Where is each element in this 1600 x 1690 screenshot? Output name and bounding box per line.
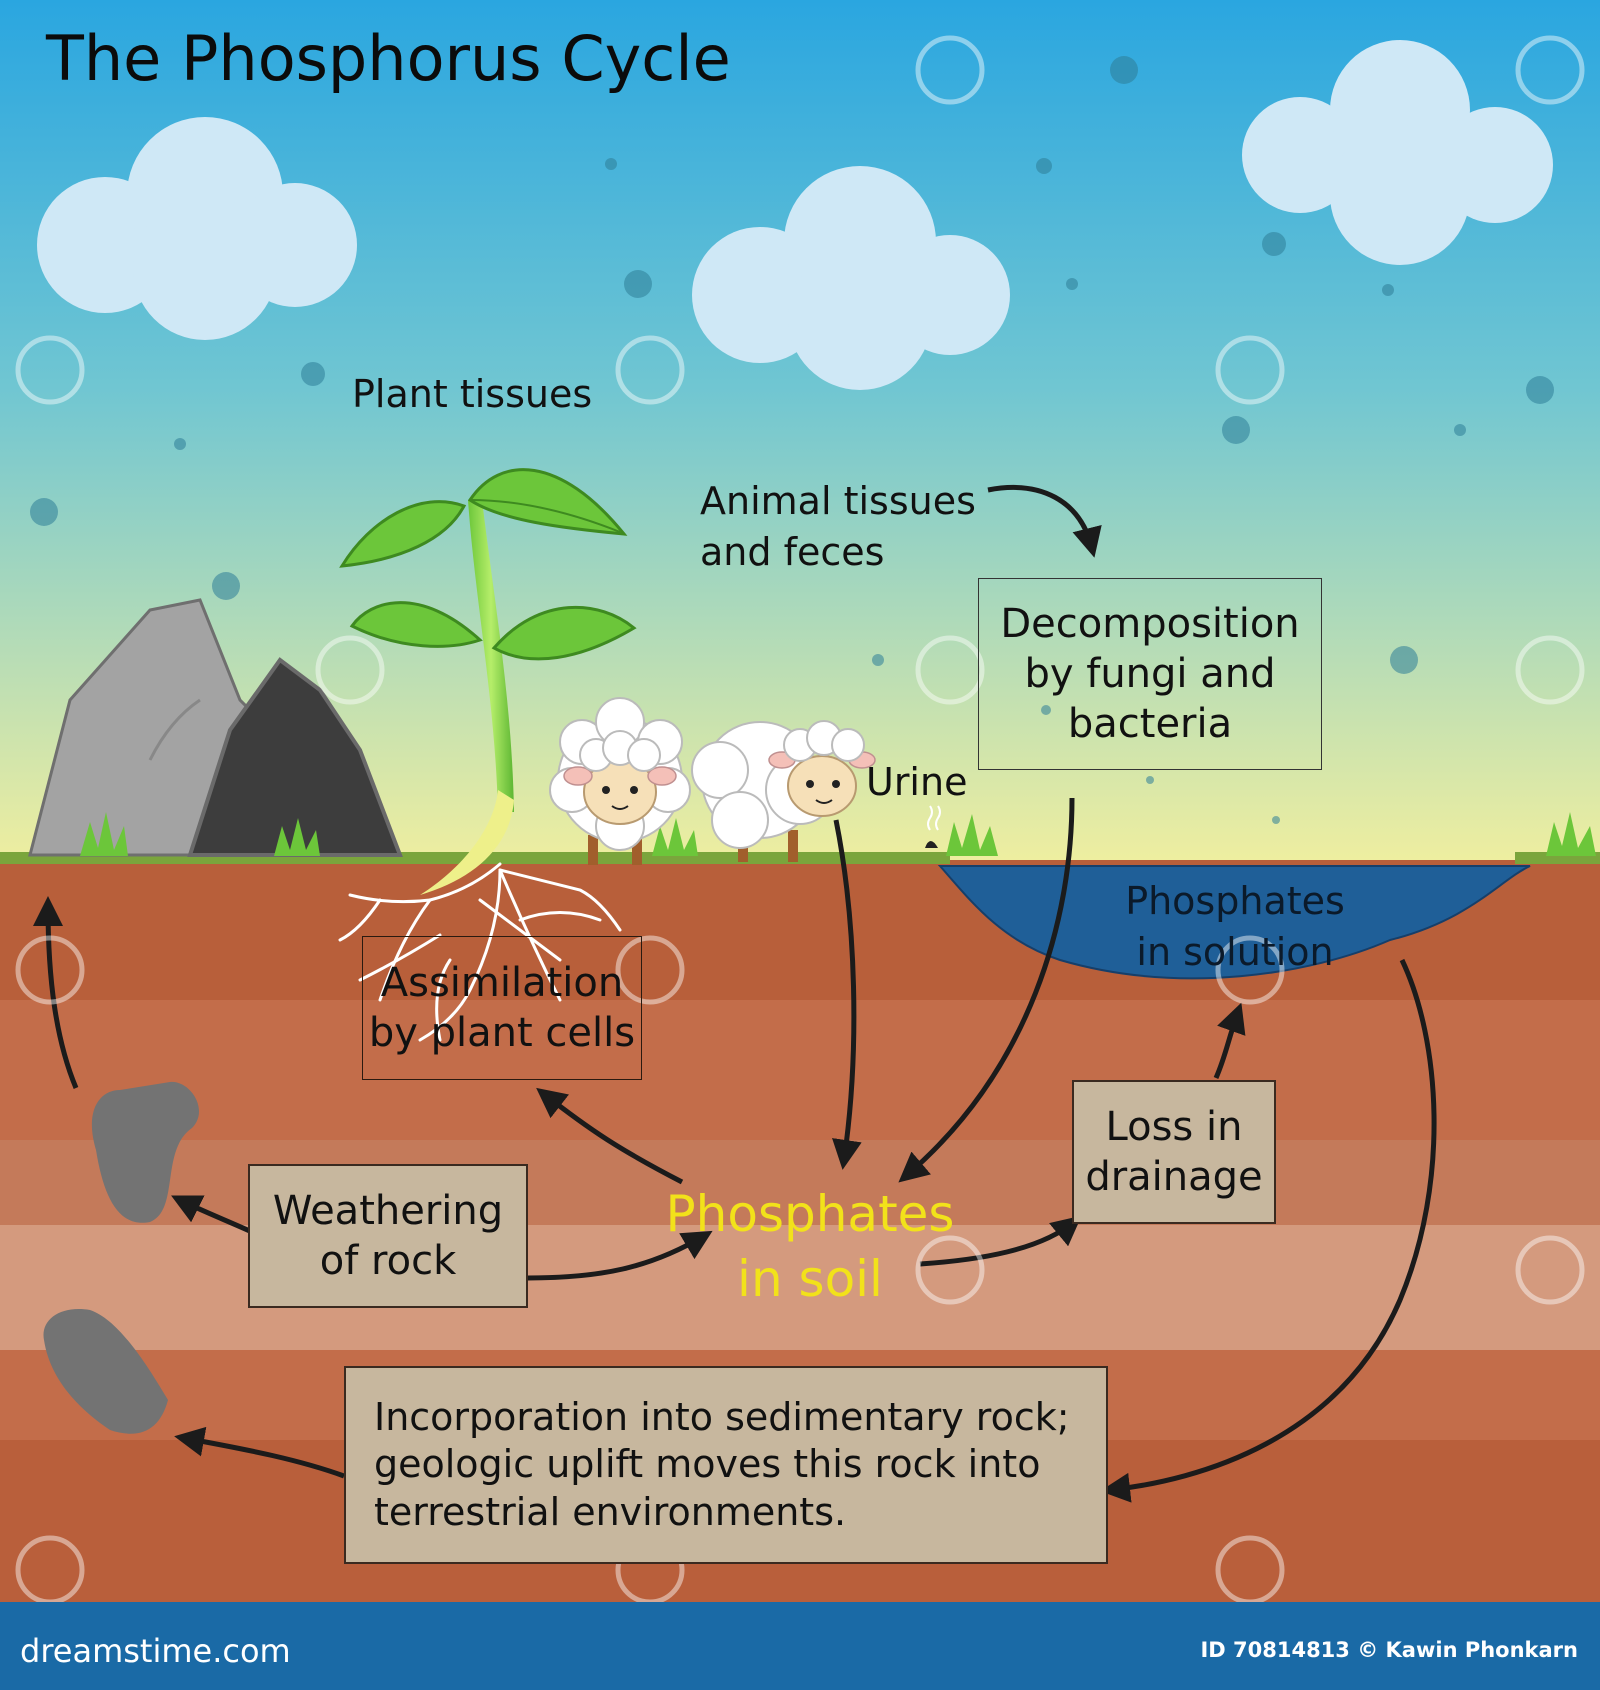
- arrow-incorporation-to-rock: [174, 1426, 345, 1479]
- arrow-weathering-to-soil: [527, 1230, 713, 1281]
- box-weathering-of-rock: Weathering of rock: [248, 1164, 528, 1308]
- arrow-drainage-to-solution: [1213, 1002, 1246, 1079]
- sheep-left: [549, 697, 691, 865]
- leaf: [491, 605, 637, 661]
- sky-dots: [30, 56, 1554, 824]
- box-decomposition: Decomposition by fungi and bacteria: [978, 578, 1322, 770]
- rock-lower: [43, 1309, 168, 1434]
- leaf: [339, 500, 467, 568]
- arrow-soil-to-drainage: [919, 1215, 1082, 1267]
- label-animal-tissues: Animal tissues and feces: [700, 479, 976, 575]
- water-pond: [937, 865, 1531, 980]
- footer-site[interactable]: dreamstime.com: [20, 1632, 291, 1670]
- footer-credit: ID 70814813 © Kawin Phonkarn: [1200, 1638, 1578, 1662]
- leaf: [349, 601, 483, 648]
- leaf: [467, 468, 628, 536]
- feces: [925, 805, 941, 848]
- scene-illustration: [0, 0, 1600, 1602]
- arrow-animal-to-decomposition: [987, 485, 1102, 558]
- label-plant-tissues: Plant tissues: [352, 372, 593, 416]
- label-phosphates-in-solution: Phosphates in solution: [1125, 879, 1345, 975]
- cloud-middle: [692, 166, 1010, 390]
- footer-bar: dreamstime.com ID 70814813 © Kawin Phonk…: [0, 1602, 1600, 1690]
- rock-upper: [91, 1081, 200, 1223]
- arrow-weathering-from-rock: [171, 1195, 254, 1235]
- mountains: [28, 598, 403, 857]
- cycle-arrows: [33, 485, 1437, 1503]
- box-loss-in-drainage: Loss in drainage: [1072, 1080, 1276, 1224]
- cloud-left: [37, 117, 357, 340]
- plant: [339, 468, 637, 895]
- arrow-sheep-to-soil: [832, 819, 862, 1170]
- arrow-rock-uplift: [33, 896, 79, 1089]
- sheep-right: [691, 720, 876, 862]
- watermark-swirls: [15, 35, 1585, 1602]
- label-urine: Urine: [866, 760, 968, 804]
- box-assimilation: Assimilation by plant cells: [362, 936, 642, 1080]
- page-title: The Phosphorus Cycle: [46, 22, 731, 95]
- arrow-solution-to-incorporation: [1100, 958, 1437, 1503]
- plant-roots: [338, 862, 622, 1042]
- label-phosphates-in-soil: Phosphates in soil: [665, 1185, 955, 1308]
- arrow-soil-to-assimilation: [536, 1087, 684, 1185]
- box-incorporation: Incorporation into sedimentary rock; geo…: [344, 1366, 1108, 1564]
- cloud-right: [1242, 40, 1553, 265]
- arrow-decomposition-to-soil: [898, 797, 1075, 1183]
- grass-tufts: [80, 812, 1596, 856]
